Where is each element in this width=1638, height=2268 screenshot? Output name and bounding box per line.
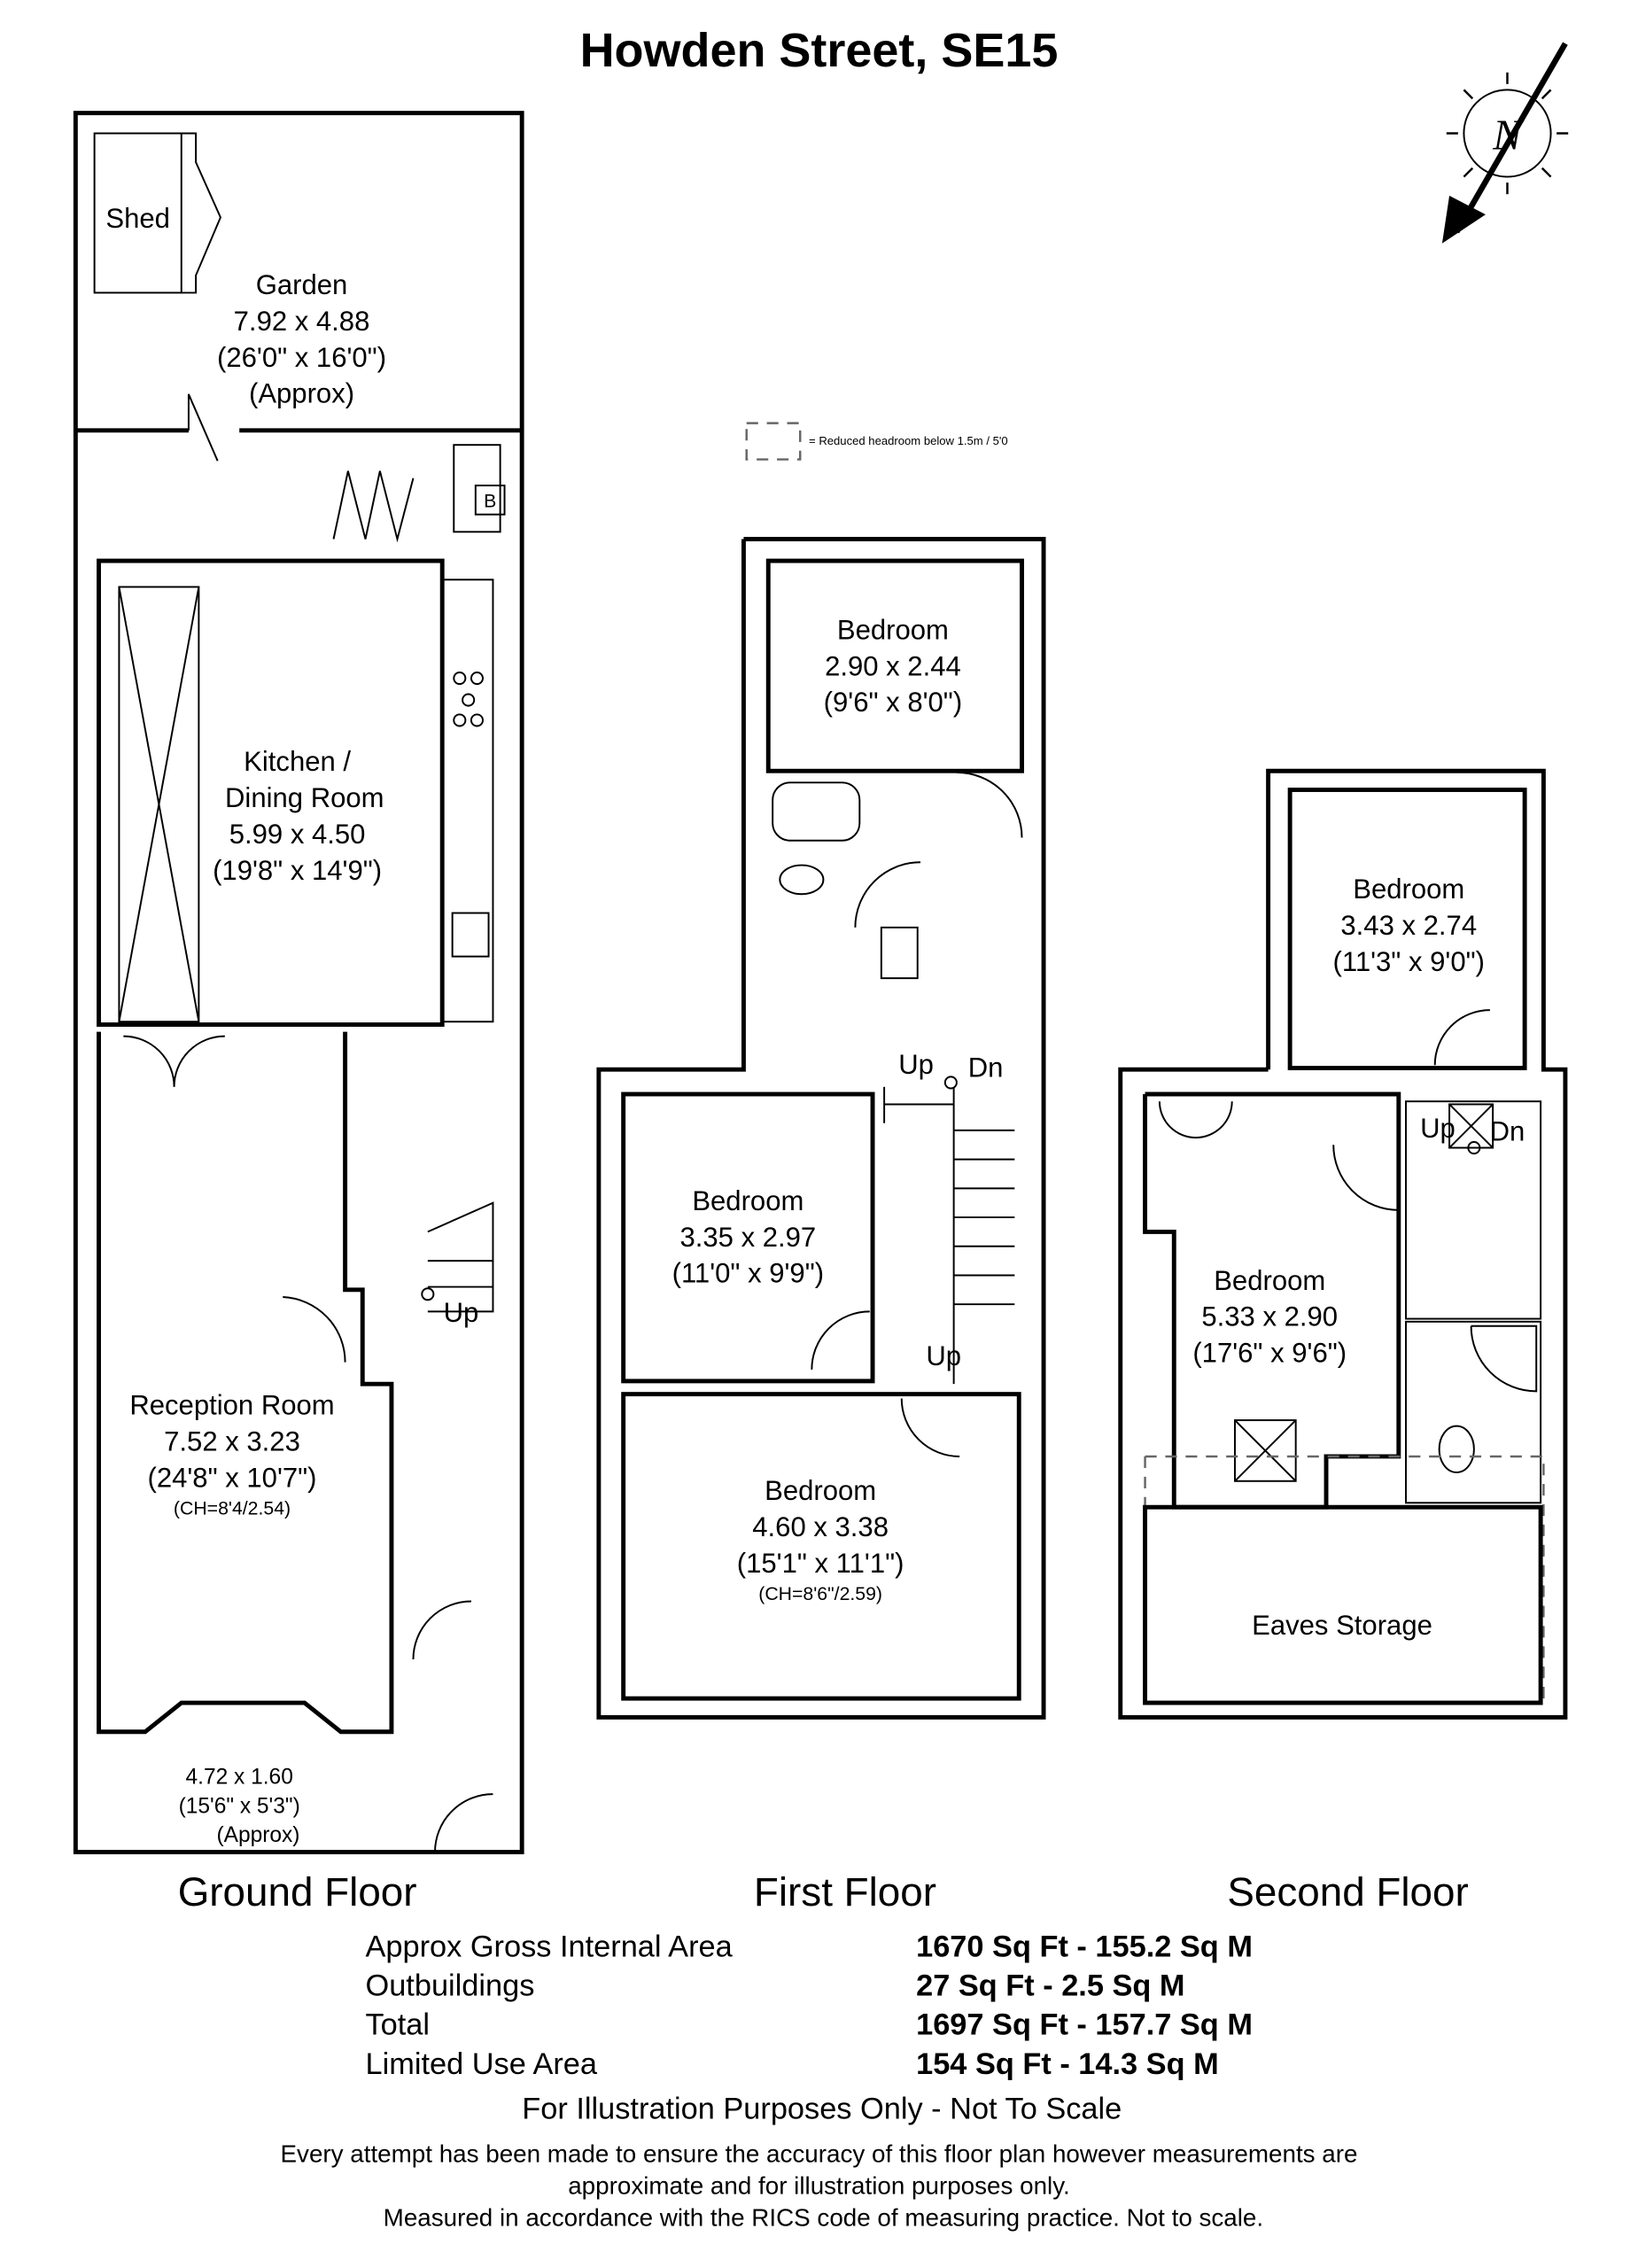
svg-text:(15'1" x 11'1"): (15'1" x 11'1") xyxy=(737,1548,904,1579)
svg-text:Dining Room: Dining Room xyxy=(225,782,384,813)
svg-text:Up: Up xyxy=(926,1340,961,1371)
svg-text:Garden: Garden xyxy=(256,269,348,300)
svg-text:Outbuildings: Outbuildings xyxy=(366,1969,535,2002)
disclaimer-line: approximate and for illustration purpose… xyxy=(568,2172,1070,2200)
svg-text:Bedroom: Bedroom xyxy=(1214,1265,1325,1296)
svg-text:7.92 x 4.88: 7.92 x 4.88 xyxy=(234,306,370,337)
svg-text:Approx Gross Internal Area: Approx Gross Internal Area xyxy=(366,1930,734,1963)
svg-text:(9'6" x 8'0"): (9'6" x 8'0") xyxy=(824,687,963,718)
svg-text:(15'6" x 5'3"): (15'6" x 5'3") xyxy=(179,1794,300,1818)
svg-text:154 Sq Ft - 14.3 Sq M: 154 Sq Ft - 14.3 Sq M xyxy=(916,2047,1219,2081)
svg-text:5.33 x 2.90: 5.33 x 2.90 xyxy=(1201,1301,1338,1332)
svg-text:Kitchen /: Kitchen / xyxy=(244,746,351,777)
svg-text:(19'8" x 14'9"): (19'8" x 14'9") xyxy=(213,855,382,886)
svg-text:27 Sq Ft - 2.5 Sq M: 27 Sq Ft - 2.5 Sq M xyxy=(916,1969,1184,2002)
svg-text:B: B xyxy=(484,491,496,512)
svg-text:Reception Room: Reception Room xyxy=(129,1390,334,1421)
svg-text:Bedroom: Bedroom xyxy=(837,614,949,645)
disclaimer-line: Every attempt has been made to ensure th… xyxy=(281,2140,1358,2168)
svg-text:Bedroom: Bedroom xyxy=(765,1475,876,1506)
svg-text:Eaves Storage: Eaves Storage xyxy=(1252,1610,1432,1641)
svg-text:Up: Up xyxy=(898,1049,934,1080)
svg-text:Up: Up xyxy=(1420,1113,1456,1144)
area-table: Approx Gross Internal Area 1670 Sq Ft - … xyxy=(366,1930,1253,2080)
svg-text:7.52 x 3.23: 7.52 x 3.23 xyxy=(164,1425,300,1456)
svg-text:= Reduced headroom below 1.5m: = Reduced headroom below 1.5m / 5'0 xyxy=(809,434,1008,447)
svg-text:3.43 x 2.74: 3.43 x 2.74 xyxy=(1340,910,1477,941)
svg-text:2.90 x 2.44: 2.90 x 2.44 xyxy=(825,650,961,681)
svg-text:(11'3" x 9'0"): (11'3" x 9'0") xyxy=(1333,946,1485,977)
svg-text:3.35 x 2.97: 3.35 x 2.97 xyxy=(679,1222,816,1253)
svg-text:(26'0" x 16'0"): (26'0" x 16'0") xyxy=(217,342,386,373)
svg-text:(24'8" x 10'7"): (24'8" x 10'7") xyxy=(147,1462,316,1493)
headroom-legend: = Reduced headroom below 1.5m / 5'0 xyxy=(745,422,1008,461)
disclaimer-line: Measured in accordance with the RICS cod… xyxy=(384,2204,1263,2232)
first-floor-label: First Floor xyxy=(754,1869,936,1915)
disclaimer-heading: For Illustration Purposes Only - Not To … xyxy=(522,2093,1122,2126)
second-floor-plan: Bedroom 3.43 x 2.74 (11'3" x 9'0") Bedro… xyxy=(1118,768,1568,1720)
svg-text:5.99 x 4.50: 5.99 x 4.50 xyxy=(229,819,366,850)
svg-text:(11'0" x 9'9"): (11'0" x 9'9") xyxy=(672,1258,824,1289)
svg-text:Total: Total xyxy=(366,2008,431,2042)
shed-label: Shed xyxy=(105,203,170,234)
svg-text:(CH=8'4/2.54): (CH=8'4/2.54) xyxy=(174,1497,291,1518)
svg-text:Bedroom: Bedroom xyxy=(1353,874,1464,905)
svg-text:4.60 x 3.38: 4.60 x 3.38 xyxy=(752,1511,889,1542)
svg-text:Limited Use Area: Limited Use Area xyxy=(366,2047,598,2081)
svg-text:(Approx): (Approx) xyxy=(216,1823,299,1847)
svg-text:4.72 x 1.60: 4.72 x 1.60 xyxy=(186,1766,293,1790)
svg-text:N: N xyxy=(1492,110,1524,159)
svg-text:(17'6" x 9'6"): (17'6" x 9'6") xyxy=(1192,1338,1347,1369)
first-floor-plan: Bedroom 2.90 x 2.44 (9'6" x 8'0") Bedroo… xyxy=(596,537,1046,1720)
ground-floor-label: Ground Floor xyxy=(178,1869,417,1915)
compass-icon: N xyxy=(1441,42,1569,244)
svg-text:1670 Sq Ft - 155.2 Sq M: 1670 Sq Ft - 155.2 Sq M xyxy=(916,1930,1253,1963)
svg-text:(Approx): (Approx) xyxy=(249,378,354,409)
second-floor-label: Second Floor xyxy=(1227,1869,1468,1915)
svg-text:Up: Up xyxy=(444,1297,479,1328)
ground-floor-plan: Shed Garden 7.92 x 4.88 (26'0" x 16'0") … xyxy=(73,111,524,1854)
svg-text:1697 Sq Ft - 157.7 Sq M: 1697 Sq Ft - 157.7 Sq M xyxy=(916,2008,1253,2042)
svg-text:Dn: Dn xyxy=(1490,1115,1525,1146)
svg-text:Dn: Dn xyxy=(968,1052,1004,1083)
svg-text:(CH=8'6"/2.59): (CH=8'6"/2.59) xyxy=(758,1583,882,1604)
page-title: Howden Street, SE15 xyxy=(580,24,1059,77)
svg-text:Bedroom: Bedroom xyxy=(692,1185,803,1216)
